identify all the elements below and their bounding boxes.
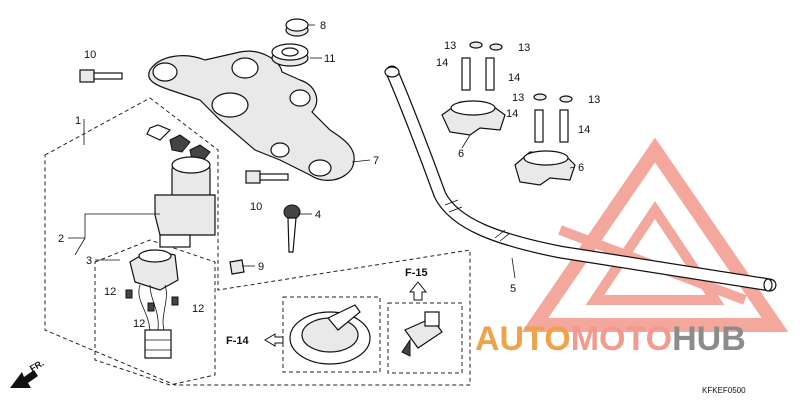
subassembly-boundary: [94, 239, 216, 386]
callout-13b: 13: [518, 42, 530, 54]
watermark-hub: HUB: [672, 320, 746, 358]
callout-13d: 13: [588, 94, 600, 106]
callout-14b: 14: [508, 72, 520, 84]
watermark-text: AUTOMOTOHUB: [475, 320, 746, 358]
handlebar-holder-lower: [514, 150, 576, 186]
fuel-switch-part: [401, 311, 443, 357]
callout-10b: 10: [250, 201, 262, 213]
callout-5: 5: [510, 283, 516, 295]
callout-6b: 6: [578, 162, 584, 174]
callout-13c: 13: [512, 92, 524, 104]
bolt-upper: [79, 69, 123, 83]
direction-label: FR.: [28, 358, 46, 374]
callout-12a: 12: [104, 286, 116, 298]
callout-9: 9: [258, 261, 264, 273]
top-bridge: [148, 50, 355, 181]
callout-14a: 14: [436, 57, 448, 69]
callout-2: 2: [58, 233, 64, 245]
callout-1: 1: [75, 115, 81, 127]
watermark-auto: AUTO: [475, 320, 571, 358]
callout-6a: 6: [458, 148, 464, 160]
screw-12-b: [147, 302, 155, 312]
callout-14c: 14: [506, 108, 518, 120]
stem-cap: [285, 18, 309, 37]
leader-lines: [68, 24, 576, 279]
callout-12b: 12: [133, 318, 145, 330]
key: [283, 204, 301, 253]
ref-f15: F-15: [405, 267, 428, 279]
holder-bolts: [461, 57, 569, 143]
callout-3: 3: [86, 255, 92, 267]
callout-13a: 13: [444, 40, 456, 52]
stem-nut: [271, 43, 309, 67]
callout-12c: 12: [192, 303, 204, 315]
front-arrow-icon: [10, 370, 38, 388]
callout-4: 4: [315, 209, 321, 221]
callout-7: 7: [373, 155, 379, 167]
handlebar-holder-upper: [441, 100, 506, 136]
arrow-up-icon: [408, 281, 428, 301]
ignition-switch: [146, 124, 216, 248]
diagram-code: KFKEF0500: [702, 386, 746, 395]
callout-10a: 10: [84, 49, 96, 61]
screw: [229, 259, 245, 275]
callout-8: 8: [320, 20, 326, 32]
watermark-moto: MOTO: [571, 320, 672, 358]
callout-14d: 14: [578, 124, 590, 136]
screw-12-c: [171, 296, 179, 306]
assembly-boundary: [44, 97, 471, 386]
bolt-lower: [245, 170, 289, 184]
fuel-cap: [289, 304, 371, 365]
arrow-left-icon: [264, 333, 284, 347]
ref-f14: F-14: [226, 335, 250, 347]
screw-12-a: [125, 289, 133, 299]
bolt-caps: [469, 41, 573, 103]
detail-box-cap: [282, 296, 381, 373]
callout-11: 11: [324, 53, 335, 65]
handlebar: [384, 65, 777, 292]
switch-harness: [129, 249, 179, 359]
detail-box-switch: [387, 302, 463, 374]
